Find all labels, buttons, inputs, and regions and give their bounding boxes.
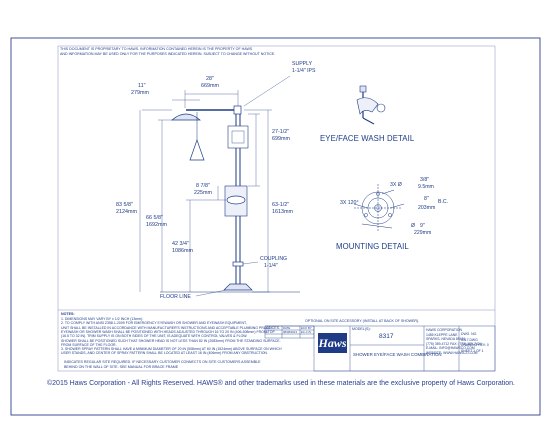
drawing-number-line: SHEET 1 OF 1	[461, 348, 484, 353]
revision-cell: 08/08/2013	[283, 330, 297, 334]
address-line: WEBSITE: WWW.HAWSCO.COM	[426, 351, 478, 355]
supply-label: SUPPLY	[292, 61, 313, 67]
address-line: SPARKS, NEVADA 89431	[426, 337, 466, 342]
note-line: 1. DIMENSIONS MAY VARY BY ± 1/2 INCH (13…	[61, 317, 144, 321]
eye-face-detail-title: EYE/FACE WASH DETAIL	[320, 134, 415, 143]
dim-shower-reach-mm: 669mm	[201, 83, 219, 89]
address-line: 1455 KLEPPE LANE	[426, 332, 458, 337]
note-line: FROM SURFACE OF THE FLOOR.	[61, 342, 117, 347]
pull-handle-icon	[189, 138, 205, 161]
note-line: 3. SHOWER SPRAY PATTERN SHALL HAVE A MIN…	[61, 347, 282, 352]
supply-size: 1-1/4" IPS	[292, 68, 316, 74]
copyright-line: ©2015 Haws Corporation - All Rights Rese…	[47, 380, 515, 387]
dim-overall-mm: 2124mm	[116, 209, 137, 215]
revision-cell: REV	[266, 326, 272, 330]
note-line: (16.5 TO 32 IN). TRIM SUPPLY IS ON BOTH …	[61, 334, 248, 339]
brand-logo-text: Haws	[317, 336, 346, 350]
dim-head-height-mm: 1692mm	[146, 222, 167, 228]
model-description: SHOWER EYE/FACE WASH COMBINATION	[353, 352, 442, 357]
dim-supply-height-mm: 1613mm	[272, 209, 293, 215]
outer-border	[10, 37, 541, 416]
shower-head-icon	[171, 113, 201, 121]
mount-flange-mm: 229mm	[414, 230, 432, 236]
title-block	[264, 325, 496, 372]
header-note-line-1: THIS DOCUMENT IS PROPRIETARY TO HAWS. IN…	[60, 47, 253, 51]
revision-cell: A	[266, 330, 268, 334]
footnote-line-1: INDICATES REGULAR SITE REQUIRED. IF NECE…	[64, 360, 261, 364]
dim-bowl-height-mm: 1086mm	[172, 248, 193, 254]
mount-angle: 3X 120°	[340, 200, 359, 206]
revision-cell: ECO	[301, 326, 308, 330]
revision-cell: BY	[308, 326, 312, 330]
revision-cell: DATE	[283, 326, 291, 330]
eye-face-detail	[356, 85, 386, 125]
mount-hole-in: 3/8"	[420, 177, 430, 183]
mount-bc-in: 8"	[424, 196, 429, 202]
dim-head-height-in: 66 5/8"	[146, 215, 163, 221]
dim-head-dia-in: 11"	[138, 83, 146, 89]
coupling-size: 1-1/4"	[264, 263, 278, 269]
coupling-label: COUPLING	[260, 256, 288, 262]
dim-shower-reach-in: 28"	[206, 76, 214, 82]
dim-eyewash-head-mm: 699mm	[272, 136, 290, 142]
revision-cell: JV	[308, 330, 312, 334]
dim-bowl-offset-mm: 225mm	[194, 190, 212, 196]
note-line: EYEWASH OR SHOWER WASH SHALL BE POSITION…	[61, 329, 275, 334]
tee-fitting	[233, 105, 242, 115]
dim-overall-in: 83 5/8"	[116, 202, 133, 208]
note-line: USER STANDS, AND CENTER OF SPRAY PATTERN…	[61, 351, 268, 356]
inner-frame	[57, 45, 496, 372]
address-line: HAWS CORPORATION	[426, 328, 462, 332]
notes-title: NOTES:	[61, 312, 75, 316]
drawing-number-line: DRAWING REV: 0	[461, 343, 489, 347]
model-number: 8317	[379, 333, 394, 340]
address-line: (775) 359-4712 FAX: (775) 359-7424	[426, 341, 482, 346]
dim-bowl-height-in: 42 3/4"	[172, 241, 189, 247]
mount-bc-mm: 203mm	[418, 205, 436, 211]
dim-bowl-offset-in: 8 7/8"	[196, 183, 210, 189]
header-note-line-2: AND INFORMATION MAY BE USED ONLY FOR THE…	[60, 52, 276, 56]
mounting-detail	[353, 184, 405, 232]
mount-flange-prefix: Ø	[411, 223, 416, 229]
eyewash-sign	[227, 125, 249, 149]
coupling	[232, 261, 244, 267]
dim-supply-height-in: 63-1/2"	[272, 202, 290, 208]
floor-flange	[223, 283, 253, 291]
drawing-number-line: 8317.DWG	[461, 337, 478, 342]
haws-logo: Haws	[317, 333, 347, 353]
note-line: 2. TO COMPLY WITH ANSI Z358.1-2009 FOR E…	[61, 321, 247, 326]
mount-bc-label: B.C.	[438, 199, 449, 205]
dim-eyewash-head-in: 27-1/2"	[272, 129, 290, 135]
address-line: E-MAIL: INFO@HAWSCO.COM	[426, 346, 475, 351]
note-line: SHOWER SHALL BE POSITIONED SUCH THAT SHO…	[61, 338, 281, 343]
note-optional-accessory: OPTIONAL ON SITE ACCESSORY (INSTALL AT B…	[305, 319, 420, 323]
model-caption: MODEL(S):	[352, 327, 371, 331]
mount-holes-label: 3X Ø	[390, 182, 402, 188]
eyewash-bowl	[226, 195, 246, 205]
drawing-number-line: DWG. NO.	[461, 332, 478, 336]
floor-line-label: FLOOR LINE	[160, 294, 191, 300]
mounting-detail-title: MOUNTING DETAIL	[336, 242, 409, 251]
revision-cell: EC-3	[301, 330, 308, 334]
footnote-line-2: BEHIND ON THE WALL OF SITE. SEE MANUAL F…	[64, 365, 179, 369]
mount-flange-in: 9"	[420, 223, 425, 229]
mount-hole-mm: 9.5mm	[418, 184, 434, 190]
dim-head-dia-mm: 279mm	[131, 90, 149, 96]
note-line: UNIT SHALL BE INSTALLED IN ACCORDANCE WI…	[61, 325, 280, 330]
